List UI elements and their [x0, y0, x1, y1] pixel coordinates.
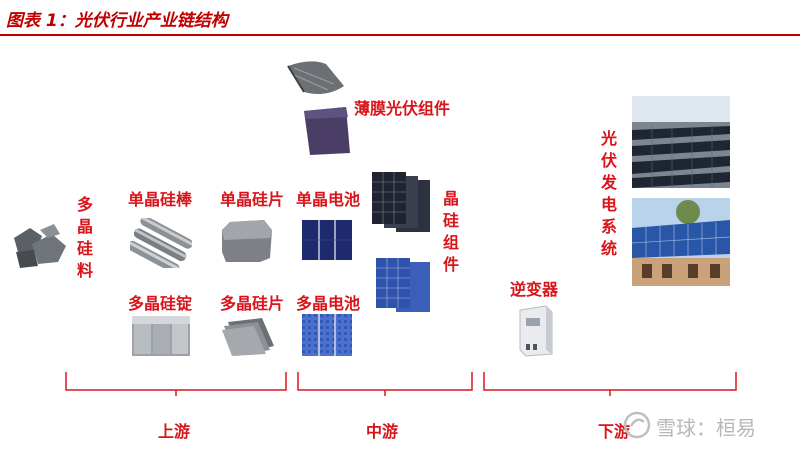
solar-farm-image	[632, 96, 730, 188]
thin-film-module-label: 薄膜光伏组件	[354, 99, 451, 118]
mono-wafer-label: 单晶硅片	[220, 190, 285, 209]
multi-wafer-image	[222, 318, 274, 356]
multi-cell-image	[302, 314, 352, 356]
silicon-chunks-image	[14, 224, 66, 268]
multi-ingot-image	[132, 316, 190, 356]
thin-film-panel-image	[304, 107, 350, 155]
figure-title: 图表 1：光伏行业产业链结构	[6, 11, 228, 31]
title-divider	[0, 34, 800, 36]
downstream-bracket	[483, 372, 737, 391]
inverter-label: 逆变器	[510, 280, 559, 299]
stage-brackets	[65, 372, 737, 396]
mono-ingot-label: 单晶硅棒	[128, 190, 193, 209]
multi-cell-label: 多晶电池	[296, 294, 361, 313]
mono-cell-image	[302, 220, 352, 260]
crystalline-module-label: 晶硅组件	[442, 189, 459, 274]
mono-ingot-image	[130, 218, 192, 268]
rooftop-solar-image	[632, 198, 730, 286]
silicon-material-label: 多晶硅料	[76, 195, 93, 280]
midstream-label: 中游	[366, 422, 399, 441]
multi-module-stack-image	[376, 258, 430, 312]
flexible-thin-film-image	[287, 61, 344, 94]
upstream-label: 上游	[158, 422, 191, 441]
pv-system-label: 光伏发电系统	[600, 129, 617, 258]
snowball-logo-icon	[623, 411, 651, 439]
mono-module-stack-image	[372, 172, 430, 232]
watermark-text: 雪球：桓易	[656, 416, 756, 440]
inverter-image	[519, 305, 553, 357]
upstream-bracket	[65, 372, 287, 391]
mono-cell-label: 单晶电池	[296, 190, 361, 209]
downstream-label: 下游	[598, 422, 631, 441]
midstream-bracket	[297, 372, 473, 391]
mono-wafer-image	[222, 220, 272, 262]
multi-wafer-label: 多晶硅片	[220, 294, 285, 313]
multi-ingot-label: 多晶硅锭	[128, 294, 193, 313]
